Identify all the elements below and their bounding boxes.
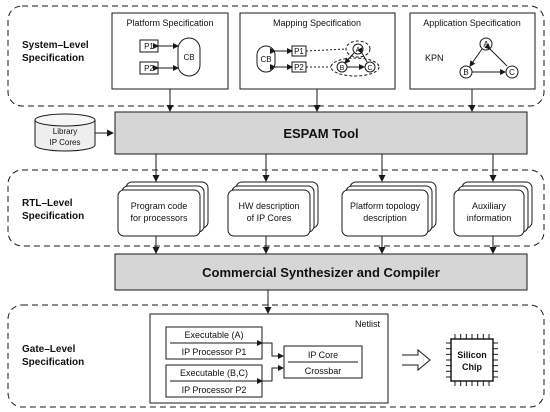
rtl-output-hw-description: HW description of IP Cores bbox=[227, 181, 319, 237]
rtl-output-auxiliary: Auxiliary information bbox=[453, 181, 533, 237]
platform-cb-label: CB bbox=[183, 53, 194, 62]
rtl-output-1-line2: for processors bbox=[130, 213, 188, 223]
platform-specification-box: Platform Specification P1 P2 CB bbox=[111, 12, 229, 90]
gate-level-region bbox=[7, 304, 545, 408]
rtl-level-region bbox=[7, 169, 545, 247]
rtl-output-3-line2: description bbox=[363, 213, 407, 223]
rtl-output-2-line2: of IP Cores bbox=[247, 213, 292, 223]
mapping-p2-label: P2 bbox=[294, 63, 304, 72]
gate-level-label-line1: Gate–Level bbox=[22, 344, 76, 355]
mapping-cb-label: CB bbox=[260, 55, 271, 64]
synthesizer-compiler-bar bbox=[114, 253, 528, 291]
chip-label-line2: Chip bbox=[462, 362, 482, 372]
netlist-title: Netlist bbox=[355, 319, 381, 329]
executable-bc-label: Executable (B,C) bbox=[180, 368, 248, 378]
rtl-level-label-line1: RTL–Level bbox=[22, 198, 73, 209]
system-level-label-line1: System–Level bbox=[22, 40, 89, 51]
rtl-output-1-line1: Program code bbox=[131, 201, 188, 211]
platform-p1-label: P1 bbox=[144, 42, 154, 51]
system-level-region bbox=[7, 5, 545, 107]
netlist-box: Netlist Executable (A) IP Processor P1 E… bbox=[149, 313, 389, 404]
platform-spec-title: Platform Specification bbox=[126, 18, 213, 28]
library-label-line1: Library bbox=[53, 127, 77, 136]
ip-processor-p2-label: IP Processor P2 bbox=[182, 385, 247, 395]
kpn-node-c bbox=[505, 65, 519, 79]
double-arrow-icon bbox=[402, 348, 431, 372]
mapping-spec-title: Mapping Specification bbox=[273, 18, 361, 28]
executable-a-label: Executable (A) bbox=[184, 330, 243, 340]
mapping-node-b-label: B bbox=[340, 65, 345, 72]
kpn-node-b-label: B bbox=[463, 68, 468, 77]
chip-label-line1: Silicon bbox=[457, 350, 487, 360]
ip-core-label: IP Core bbox=[308, 350, 338, 360]
rtl-output-3-line1: Platform topology bbox=[350, 201, 421, 211]
kpn-label: KPN bbox=[425, 53, 444, 63]
espam-tool-label: ESPAM Tool bbox=[283, 126, 358, 141]
kpn-node-c-label: C bbox=[509, 68, 515, 77]
system-level-label-line2: Specification bbox=[22, 53, 84, 64]
platform-p2-label: P2 bbox=[144, 64, 154, 73]
mapping-p1-label: P1 bbox=[294, 47, 304, 56]
silicon-chip-icon: Silicon Chip bbox=[446, 334, 498, 386]
rtl-output-4-line2: information bbox=[467, 213, 512, 223]
mapping-specification-box: Mapping Specification CB P1 P2 A B C bbox=[239, 12, 396, 90]
ip-processor-p1-label: IP Processor P1 bbox=[182, 347, 247, 357]
rtl-output-4-line1: Auxiliary bbox=[472, 201, 507, 211]
library-ip-cores-database: Library IP Cores bbox=[34, 113, 96, 152]
mapping-node-c bbox=[364, 61, 376, 73]
mapping-node-c-label: C bbox=[367, 65, 372, 72]
synthesizer-compiler-label: Commercial Synthesizer and Compiler bbox=[202, 265, 440, 280]
rtl-output-program-code: Program code for processors bbox=[117, 181, 209, 237]
application-spec-title: Application Specification bbox=[423, 18, 521, 28]
platform-cb-box bbox=[177, 37, 201, 77]
mapping-node-a-label: A bbox=[356, 47, 361, 54]
rtl-output-2-line1: HW description bbox=[238, 201, 299, 211]
application-specification-box: Application Specification KPN A B C bbox=[409, 12, 536, 90]
library-label-line2: IP Cores bbox=[50, 138, 81, 147]
espam-tool-bar bbox=[114, 111, 528, 155]
rtl-level-label-line2: Specification bbox=[22, 211, 84, 222]
kpn-node-a-label: A bbox=[483, 40, 489, 49]
gate-level-label-line2: Specification bbox=[22, 357, 84, 368]
mapping-group-bc bbox=[330, 57, 380, 77]
rtl-output-platform-topology: Platform topology description bbox=[341, 181, 437, 237]
crossbar-label: Crossbar bbox=[305, 366, 342, 376]
